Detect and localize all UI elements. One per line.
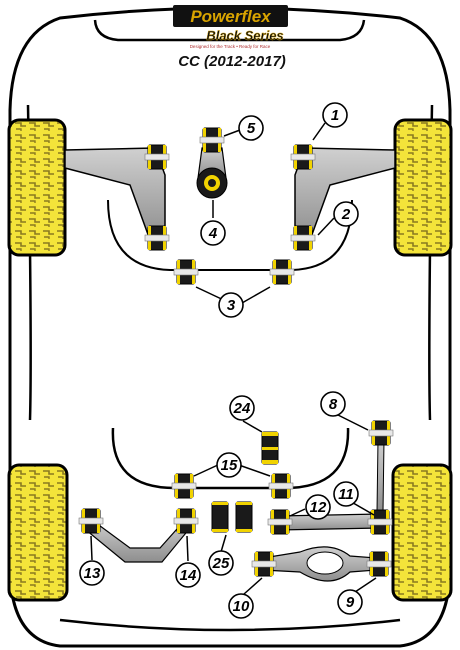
brand-name: Powerflex: [190, 7, 272, 26]
model-title: CC (2012-2017): [178, 53, 286, 70]
callout-label: 15: [221, 457, 238, 474]
bush-icon: [268, 473, 294, 499]
callout-circle: [322, 102, 348, 128]
callout-label: 9: [346, 594, 355, 611]
bush-icon: [173, 259, 199, 285]
callout-circle: [218, 292, 244, 318]
rear-bush-pair: [211, 501, 253, 533]
car-rear-outline: [59, 618, 401, 632]
callout-label: 11: [338, 486, 354, 503]
bush-icon: [251, 551, 277, 577]
callout-circle: [229, 395, 255, 421]
tyre-icon: [393, 118, 453, 257]
callout-circle: [208, 550, 234, 576]
car-roof-outline: [93, 19, 366, 42]
callout-circle: [337, 589, 363, 615]
arm-icon: [277, 513, 381, 531]
callout-label: 14: [180, 567, 197, 584]
bush-icon: [290, 144, 316, 170]
callout-label: 12: [310, 499, 327, 516]
callout-circle: [79, 560, 105, 586]
bush-icon: [269, 259, 295, 285]
bush-icon: [78, 508, 104, 534]
callout-circle: [305, 494, 331, 520]
callout-circle: [333, 481, 359, 507]
front-subframe-outline: [107, 199, 353, 271]
callout-label: 2: [341, 206, 351, 223]
callout-label: 1: [331, 107, 339, 124]
bush-icon: [368, 420, 394, 446]
brand-tagline: Designed for the Track • Ready for Race: [190, 44, 271, 49]
bush-icon: [290, 225, 316, 251]
callout-label: 5: [247, 120, 256, 137]
callout-label: 3: [227, 297, 236, 314]
callout-label: 25: [212, 555, 230, 572]
callout-circle: [216, 452, 242, 478]
callout-circle: [200, 220, 226, 246]
bush-icon: [199, 127, 225, 153]
callout-circle: [333, 201, 359, 227]
drop-link-bush: [261, 431, 279, 465]
tyre-icon: [7, 463, 69, 602]
callout-label: 13: [84, 565, 101, 582]
callout-circle: [175, 562, 201, 588]
callout-circle: [238, 115, 264, 141]
bush-icon: [366, 551, 392, 577]
callout-label: 10: [233, 598, 250, 615]
bush-icon: [171, 473, 197, 499]
brand-series: Black Series: [206, 28, 283, 43]
callout-label: 24: [233, 400, 251, 417]
callout-circle: [320, 391, 346, 417]
car-body-outline: [8, 6, 452, 648]
bush-icon: [144, 144, 170, 170]
drop-link: [376, 439, 385, 513]
bush-icon: [173, 508, 199, 534]
tyre-icon: [7, 118, 67, 257]
bush-icon: [267, 509, 293, 535]
bush-icon: [144, 225, 170, 251]
callout-label: 8: [329, 396, 338, 413]
powerflex-logo: Powerflex Black Series Designed for the …: [173, 5, 288, 49]
callout-label: 4: [208, 225, 218, 242]
tyre-icon: [391, 463, 453, 602]
leader-lines: [90, 122, 377, 595]
anti-roll-bar-icon: [111, 427, 350, 490]
callout-circle: [228, 593, 254, 619]
engine-mount: [196, 127, 228, 199]
